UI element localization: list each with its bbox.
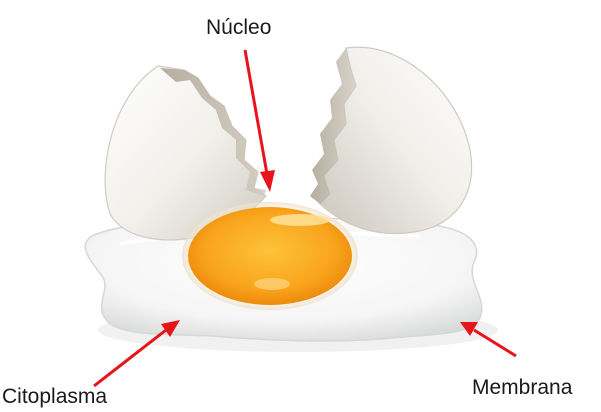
yolk-highlight xyxy=(270,214,330,226)
label-membrane: Membrana xyxy=(472,377,572,398)
label-nucleus: Núcleo xyxy=(206,17,271,38)
label-cytoplasm: Citoplasma xyxy=(2,386,107,407)
yolk-reflection xyxy=(254,278,290,290)
